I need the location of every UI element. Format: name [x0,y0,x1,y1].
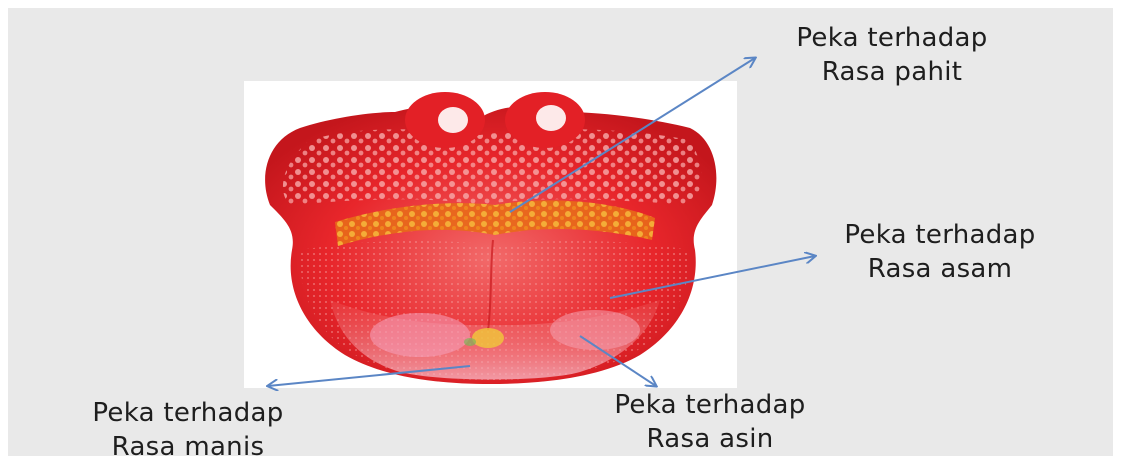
tip-spot [472,328,504,348]
label-sweet: Peka terhadap Rasa manis [18,396,358,464]
label-salty-line1: Peka terhadap [540,388,880,422]
label-sour-line2: Rasa asam [770,252,1110,286]
label-salty-line2: Rasa asin [540,422,880,456]
label-sour: Peka terhadap Rasa asam [770,218,1110,286]
tip-spot-accent [464,338,476,346]
label-sweet-line1: Peka terhadap [18,396,358,430]
label-salty: Peka terhadap Rasa asin [540,388,880,456]
label-sweet-line2: Rasa manis [18,430,358,464]
label-bitter-line1: Peka terhadap [722,21,1062,55]
tongue-back-papillae [283,129,701,205]
tongue-illustration [265,92,716,384]
left-lobe-highlight [438,107,468,133]
right-lobe-highlight [536,105,566,131]
label-bitter-line2: Rasa pahit [722,55,1062,89]
left-side-highlight [370,313,470,357]
label-sour-line1: Peka terhadap [770,218,1110,252]
right-side-highlight [550,310,640,350]
label-bitter: Peka terhadap Rasa pahit [722,21,1062,89]
